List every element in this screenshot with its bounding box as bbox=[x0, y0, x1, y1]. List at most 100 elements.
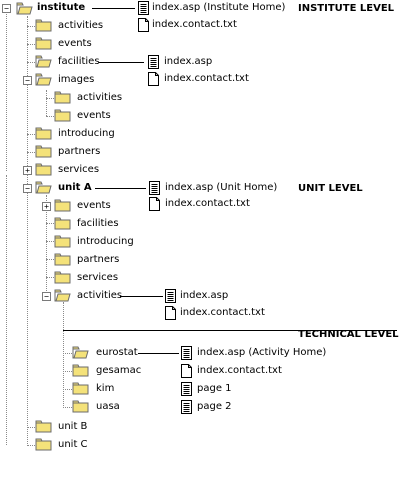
tree-item-eurostat[interactable]: eurostat bbox=[96, 347, 138, 358]
tree-line-root-lower bbox=[6, 175, 7, 445]
folder-open-icon[interactable] bbox=[35, 181, 52, 194]
txt-file-icon[interactable] bbox=[149, 197, 160, 211]
folder-open-icon[interactable] bbox=[54, 289, 71, 302]
tree-item-images-events[interactable]: events bbox=[77, 110, 111, 121]
technical-level-heading: TECHNICAL LEVEL bbox=[298, 329, 399, 340]
txt-file-icon[interactable] bbox=[181, 364, 192, 378]
folder-icon[interactable] bbox=[54, 235, 71, 248]
folder-icon[interactable] bbox=[35, 163, 52, 176]
tree-branch bbox=[46, 259, 54, 260]
expand-services-toggle[interactable]: + bbox=[23, 166, 32, 175]
file-fac-index[interactable]: index.asp bbox=[164, 56, 213, 67]
asp-file-icon[interactable] bbox=[181, 346, 192, 360]
tree-item-ua-activities[interactable]: activities bbox=[77, 290, 123, 301]
unit-level-heading: UNIT LEVEL bbox=[298, 183, 363, 194]
folder-icon[interactable] bbox=[35, 37, 52, 50]
tree-item-ua-introducing[interactable]: introducing bbox=[77, 236, 134, 247]
connector-line bbox=[92, 8, 135, 9]
tree-item-unit-b[interactable]: unit B bbox=[58, 421, 88, 432]
tree-item-ua-events[interactable]: events bbox=[77, 200, 111, 211]
txt-file-icon[interactable] bbox=[138, 18, 149, 32]
asp-file-icon[interactable] bbox=[181, 382, 192, 396]
tree-item-unit-a[interactable]: unit A bbox=[58, 182, 92, 193]
tree-branch bbox=[46, 241, 54, 242]
tree-item-images-activities[interactable]: activities bbox=[77, 92, 123, 103]
folder-icon[interactable] bbox=[35, 127, 52, 140]
folder-icon[interactable] bbox=[72, 400, 89, 413]
connector-line bbox=[99, 62, 144, 63]
folder-icon[interactable] bbox=[54, 91, 71, 104]
tree-branch bbox=[27, 152, 35, 153]
file-act-index[interactable]: index.asp bbox=[180, 290, 229, 301]
tree-branch bbox=[27, 445, 35, 446]
collapse-images-toggle[interactable]: − bbox=[23, 76, 32, 85]
file-inst-index[interactable]: index.asp (Institute Home) bbox=[152, 2, 286, 13]
folder-icon[interactable] bbox=[54, 217, 71, 230]
folder-icon[interactable] bbox=[54, 271, 71, 284]
txt-file-icon[interactable] bbox=[148, 72, 159, 86]
tree-item-gesamac[interactable]: gesamac bbox=[96, 365, 142, 376]
folder-icon[interactable] bbox=[35, 420, 52, 433]
tree-branch bbox=[27, 427, 35, 428]
tree-item-partners[interactable]: partners bbox=[58, 146, 101, 157]
folder-open-icon[interactable] bbox=[16, 2, 33, 15]
tree-item-events[interactable]: events bbox=[58, 38, 92, 49]
tree-item-institute[interactable]: institute bbox=[37, 2, 86, 13]
tree-item-introducing[interactable]: introducing bbox=[58, 128, 115, 139]
folder-icon[interactable] bbox=[54, 253, 71, 266]
collapse-unit-a-toggle[interactable]: − bbox=[23, 184, 32, 193]
institute-level-heading: INSTITUTE LEVEL bbox=[298, 3, 395, 14]
tree-line-level1 bbox=[27, 16, 28, 446]
tree-line-root bbox=[6, 11, 7, 171]
tree-item-unit-c[interactable]: unit C bbox=[58, 439, 88, 450]
folder-icon[interactable] bbox=[54, 109, 71, 122]
tree-item-ua-services[interactable]: services bbox=[77, 272, 119, 283]
folder-open-icon[interactable] bbox=[35, 73, 52, 86]
folder-icon[interactable] bbox=[35, 438, 52, 451]
tree-branch bbox=[46, 277, 54, 278]
tree-item-services[interactable]: services bbox=[58, 164, 100, 175]
connector-line bbox=[95, 188, 146, 189]
asp-file-icon[interactable] bbox=[149, 181, 160, 195]
connector-line bbox=[138, 353, 179, 354]
file-unit-index[interactable]: index.asp (Unit Home) bbox=[165, 182, 278, 193]
tree-line-activities bbox=[63, 302, 64, 408]
tree-item-uasa[interactable]: uasa bbox=[96, 401, 120, 412]
tree-item-facilities[interactable]: facilities bbox=[58, 56, 100, 67]
folder-icon[interactable] bbox=[72, 364, 89, 377]
asp-file-icon[interactable] bbox=[138, 1, 149, 15]
tree-item-images[interactable]: images bbox=[58, 74, 95, 85]
tree-branch bbox=[46, 223, 54, 224]
collapse-institute-toggle[interactable]: − bbox=[2, 4, 11, 13]
collapse-ua-activities-toggle[interactable]: − bbox=[42, 292, 51, 301]
file-fac-contact[interactable]: index.contact.txt bbox=[164, 73, 249, 84]
asp-file-icon[interactable] bbox=[148, 55, 159, 69]
tree-item-activities[interactable]: activities bbox=[58, 20, 104, 31]
folder-open-icon[interactable] bbox=[72, 346, 89, 359]
tree-branch bbox=[27, 44, 35, 45]
tree-item-ua-facilities[interactable]: facilities bbox=[77, 218, 119, 229]
folder-icon[interactable] bbox=[35, 145, 52, 158]
tree-branch bbox=[63, 407, 72, 408]
asp-file-icon[interactable] bbox=[181, 400, 192, 414]
folder-icon[interactable] bbox=[72, 382, 89, 395]
file-act-contact[interactable]: index.contact.txt bbox=[180, 307, 265, 318]
folder-icon[interactable] bbox=[54, 199, 71, 212]
file-unit-contact[interactable]: index.contact.txt bbox=[165, 198, 250, 209]
tree-branch bbox=[27, 134, 35, 135]
file-tech-index[interactable]: index.asp (Activity Home) bbox=[197, 347, 327, 358]
tree-item-kim[interactable]: kim bbox=[96, 383, 115, 394]
asp-file-icon[interactable] bbox=[165, 289, 176, 303]
tree-item-ua-partners[interactable]: partners bbox=[77, 254, 120, 265]
file-page-2[interactable]: page 2 bbox=[197, 401, 232, 412]
txt-file-icon[interactable] bbox=[165, 306, 176, 320]
folder-open-icon[interactable] bbox=[35, 55, 52, 68]
folder-icon[interactable] bbox=[35, 19, 52, 32]
expand-ua-events-toggle[interactable]: + bbox=[42, 202, 51, 211]
file-page-1[interactable]: page 1 bbox=[197, 383, 232, 394]
tree-branch bbox=[27, 62, 35, 63]
file-inst-contact[interactable]: index.contact.txt bbox=[152, 19, 237, 30]
tree-branch bbox=[46, 98, 54, 99]
file-tech-contact[interactable]: index.contact.txt bbox=[197, 365, 282, 376]
technical-level-divider bbox=[63, 330, 397, 331]
